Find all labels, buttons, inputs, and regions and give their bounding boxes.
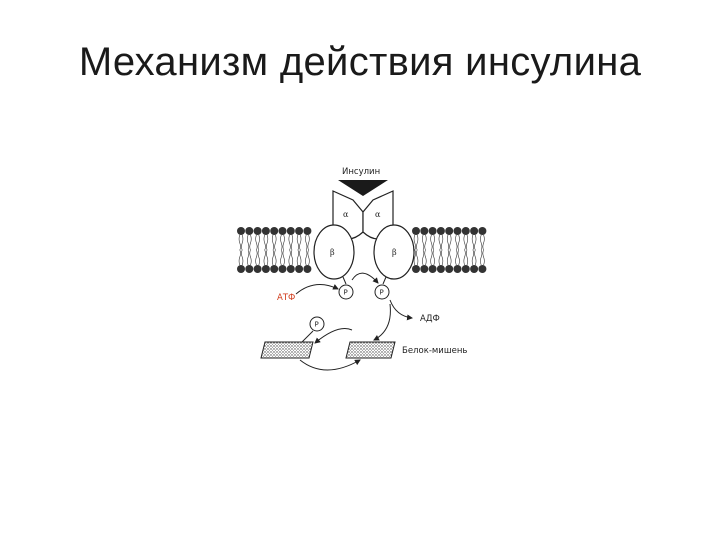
- lipid-head: [261, 265, 270, 273]
- lipid-tail: [263, 234, 269, 266]
- lipid-tail: [296, 234, 302, 266]
- phosphorylation-arrow: [314, 328, 353, 344]
- lipid-head: [453, 265, 462, 273]
- target-protein-label: Белок-мишень: [402, 346, 467, 356]
- insulin-label: Инсулин: [342, 167, 380, 177]
- phosphate-target: [309, 316, 325, 332]
- beta-subunit-left: [313, 224, 355, 280]
- alpha-right-label: α: [375, 210, 381, 219]
- lipid-tail: [463, 234, 469, 266]
- slide-title: Механизм действия инсулина: [78, 40, 642, 84]
- alpha-left-label: α: [343, 210, 349, 219]
- lipid-head: [237, 265, 245, 273]
- lipid-head: [253, 227, 262, 235]
- lipid-head: [420, 227, 429, 235]
- lipid-tail: [471, 234, 477, 266]
- lipid-head: [428, 227, 437, 235]
- lipid-head: [478, 227, 487, 235]
- lipid-tail: [422, 234, 427, 266]
- lipid-head: [261, 227, 270, 235]
- lipid-head: [461, 227, 470, 235]
- lipid-head: [295, 265, 304, 273]
- lipid-head: [436, 227, 445, 235]
- lipid-head: [295, 227, 304, 235]
- phosphate-left-label: P: [344, 289, 348, 297]
- dephosphorylation-arrow: [299, 359, 361, 371]
- phosphate-link-right: [382, 276, 387, 285]
- lipid-tail: [271, 234, 277, 266]
- target-protein-phosphorylated: [260, 341, 314, 359]
- lipid-tail: [305, 234, 310, 266]
- lipid-head: [445, 227, 454, 235]
- autophosphorylation-arrow-right: [351, 272, 379, 284]
- lipid-head: [303, 227, 312, 235]
- lipid-head: [245, 265, 254, 273]
- autophosphorylation-arrow-left: [295, 284, 339, 295]
- lipid-head: [270, 227, 279, 235]
- phosphate-right-label: P: [380, 289, 384, 297]
- lipid-tail: [280, 234, 285, 266]
- adp-release-arrow: [389, 299, 413, 321]
- lipid-head: [453, 227, 462, 235]
- lipid-head: [470, 227, 479, 235]
- lipid-tail: [288, 234, 294, 266]
- lipid-head: [412, 227, 420, 235]
- lipid-head: [303, 265, 312, 273]
- lipid-head: [412, 265, 420, 273]
- lipid-tail: [238, 234, 244, 266]
- phosphate-link-target: [301, 330, 314, 343]
- beta-right-label: β: [392, 248, 397, 257]
- lipid-head: [245, 227, 254, 235]
- lipid-head: [470, 265, 479, 273]
- lipid-head: [278, 265, 287, 273]
- lipid-head: [286, 265, 295, 273]
- beta-left-label: β: [330, 248, 335, 257]
- kinase-action-arrow: [373, 303, 391, 341]
- lipid-head: [445, 265, 454, 273]
- phosphate-link-left: [342, 276, 347, 285]
- phosphate-left: [338, 284, 354, 300]
- lipid-tail: [480, 234, 485, 266]
- lipid-tail: [255, 234, 260, 266]
- lipid-head: [286, 227, 295, 235]
- lipid-tail: [455, 234, 460, 266]
- lipid-head: [478, 265, 487, 273]
- lipid-bilayer-membrane: [237, 227, 487, 273]
- lipid-tail: [430, 234, 435, 266]
- lipid-head: [270, 265, 279, 273]
- lipid-head: [253, 265, 262, 273]
- insulin-ligand-icon: [338, 180, 388, 196]
- phosphate-right: [374, 284, 390, 300]
- lipid-tail: [438, 234, 444, 266]
- lipid-head: [436, 265, 445, 273]
- lipid-tail: [446, 234, 452, 266]
- lipid-head: [237, 227, 245, 235]
- lipid-tail: [413, 234, 419, 266]
- lipid-tail: [247, 234, 252, 266]
- atp-label: АТФ: [277, 293, 295, 303]
- lipid-head: [428, 265, 437, 273]
- adp-label: АДФ: [420, 314, 440, 324]
- lipid-head: [461, 265, 470, 273]
- beta-subunit-right: [373, 224, 415, 280]
- lipid-head: [278, 227, 287, 235]
- target-protein: [345, 341, 396, 359]
- lipid-head: [420, 265, 429, 273]
- phosphate-target-label: P: [315, 321, 319, 329]
